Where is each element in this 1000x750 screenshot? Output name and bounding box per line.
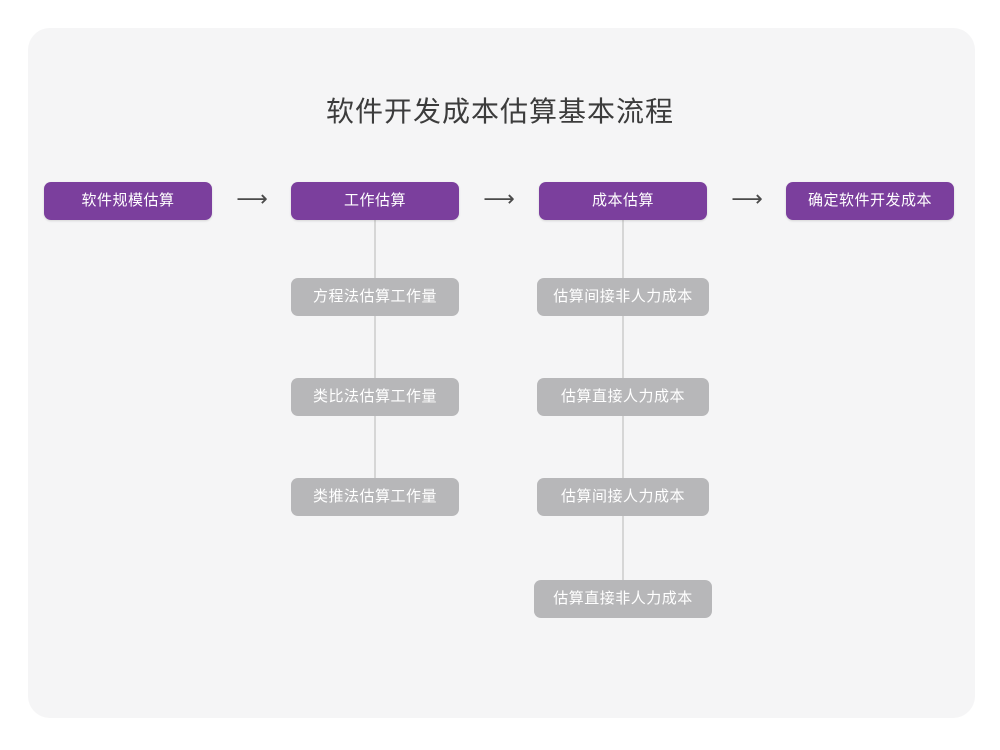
branch-node-indirect-labor-cost[interactable]: 估算间接人力成本 xyxy=(537,478,709,516)
flow-arrow-2-icon: ⟶ xyxy=(483,187,515,212)
diagram-title: 软件开发成本估算基本流程 xyxy=(325,96,674,127)
branch-node-direct-labor-cost[interactable]: 估算直接人力成本 xyxy=(537,378,709,416)
flow-node-work-estimation[interactable]: 工作估算 xyxy=(291,182,459,220)
branch-node-extrapolation-method-workload[interactable]: 类推法估算工作量 xyxy=(291,478,459,516)
flow-arrow-3-icon: ⟶ xyxy=(731,187,763,212)
branch-node-equation-method-workload[interactable]: 方程法估算工作量 xyxy=(291,278,459,316)
flow-node-software-scale-estimation[interactable]: 软件规模估算 xyxy=(44,182,212,220)
connector-line-work-estimation xyxy=(374,213,376,516)
branch-node-direct-non-labor-cost[interactable]: 估算直接非人力成本 xyxy=(534,580,712,618)
flow-node-determine-development-cost[interactable]: 确定软件开发成本 xyxy=(786,182,954,220)
diagram-card-background xyxy=(28,28,975,718)
branch-node-indirect-non-labor-cost[interactable]: 估算间接非人力成本 xyxy=(537,278,709,316)
flow-node-cost-estimation[interactable]: 成本估算 xyxy=(539,182,707,220)
flow-arrow-1-icon: ⟶ xyxy=(236,187,268,212)
branch-node-analogy-method-workload[interactable]: 类比法估算工作量 xyxy=(291,378,459,416)
